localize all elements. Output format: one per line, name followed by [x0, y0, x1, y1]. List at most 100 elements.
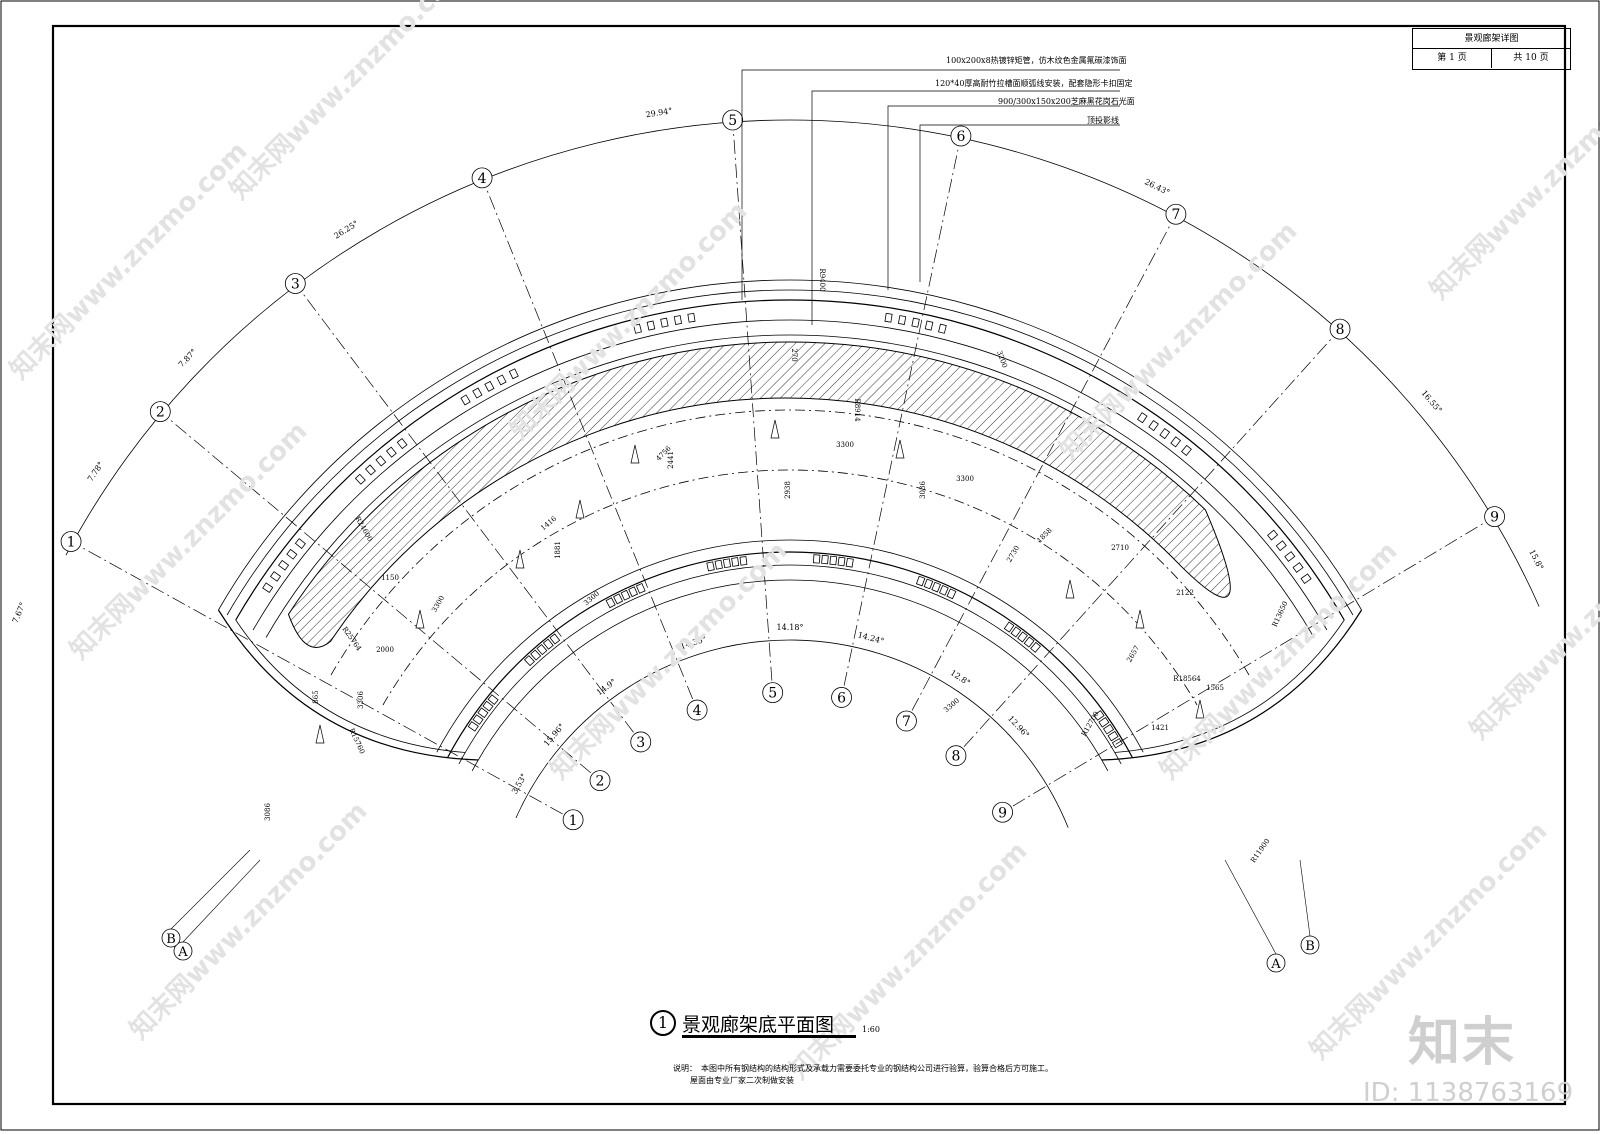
- leader-note-4: 顶投影线: [1087, 116, 1119, 125]
- outer-post: [1170, 436, 1182, 448]
- inner-angle-label: 3.53°: [510, 772, 529, 795]
- dimension-label: R9400: [818, 268, 826, 291]
- leader-note-2: 120*40厚高耐竹拉槽面顺弧线安装，配套隐形卡扣固定: [935, 79, 1133, 88]
- grid-label-1: 1: [67, 534, 76, 550]
- outer-reference-arc: [65, 119, 1540, 607]
- inner-post: [829, 555, 838, 566]
- inner-post: [1107, 730, 1119, 742]
- grid-bubble-6: [831, 687, 852, 708]
- grid-bubble-8: [1329, 318, 1351, 340]
- outer-band-arc: [265, 334, 1315, 638]
- outer-post: [262, 582, 274, 593]
- grid-line-2: [169, 419, 592, 774]
- grid-label-9: 9: [1490, 510, 1499, 526]
- grid-bubble-8: [945, 745, 967, 767]
- dimension-label: 3306: [357, 691, 365, 709]
- outer-post: [884, 312, 893, 323]
- outer-post: [938, 323, 947, 334]
- inner-post: [542, 638, 554, 650]
- inner-angle-label: 12.8°: [949, 668, 972, 687]
- outer-post: [385, 446, 397, 458]
- inner-angle-label: 14.18°: [777, 623, 804, 632]
- center-axis-arc: [330, 409, 1250, 676]
- grid-line-7: [911, 224, 1171, 711]
- outer-post: [375, 455, 387, 467]
- inner-post: [1003, 621, 1015, 633]
- dimension-label: R15760: [347, 727, 366, 755]
- inner-post: [472, 714, 484, 725]
- inner-post: [620, 589, 631, 601]
- section-arrow: [575, 499, 585, 519]
- dimension-label: 1421: [1151, 724, 1169, 732]
- dimension-label: 270: [790, 348, 798, 361]
- grid-line-1: [81, 546, 563, 815]
- dimension-label: 2441: [667, 451, 675, 469]
- outer-band-arc: [235, 299, 1345, 621]
- grid-bubble-9: [992, 801, 1013, 823]
- grid-label-1: 1: [569, 813, 578, 829]
- dimension-label: R11900: [1249, 837, 1271, 864]
- dimension-label: R8914: [853, 398, 861, 422]
- grid-label-9: 9: [998, 805, 1007, 821]
- dimension-label: 3200: [995, 350, 1009, 369]
- title-block-title: 景观廊架详图: [1413, 30, 1570, 49]
- outer-post: [278, 559, 290, 571]
- note-leader-2: [811, 90, 1120, 325]
- drawing-scale: 1:60: [862, 1025, 880, 1034]
- outer-post: [660, 317, 669, 328]
- dimension-label: 3300: [582, 590, 601, 608]
- drawing-title-underline: [682, 1035, 856, 1038]
- brand-logo: 知末: [1408, 1013, 1517, 1073]
- dimension-label: 3086: [264, 803, 272, 821]
- inner-post: [1102, 723, 1115, 735]
- inner-post: [931, 581, 942, 593]
- outer-post: [460, 394, 471, 406]
- outer-post: [1275, 540, 1287, 552]
- inner-post: [923, 578, 934, 590]
- section-arrow: [315, 724, 325, 744]
- note-leader-1: [741, 69, 1120, 300]
- section-arrow: [415, 609, 425, 629]
- inner-post: [613, 593, 624, 605]
- outer-band-arc: [218, 279, 1362, 611]
- outer-angle-label: 29.94°: [645, 106, 673, 119]
- inner-post: [731, 557, 740, 567]
- outer-angle-label: 15.8°: [1527, 548, 1545, 572]
- outer-post: [1137, 412, 1148, 424]
- inner-reference-arc: [515, 639, 1069, 828]
- outer-post: [1181, 444, 1192, 456]
- section-arrow: [1135, 609, 1145, 629]
- inner-post: [549, 633, 561, 645]
- outer-angle-label: 7.67°: [11, 601, 28, 625]
- grid-line-3: [302, 292, 634, 733]
- axis-line-b: [170, 849, 251, 930]
- outer-post: [1267, 529, 1279, 541]
- grid-label-7: 7: [1171, 207, 1180, 223]
- section-arrow: [630, 444, 640, 464]
- inner-post: [1093, 710, 1105, 721]
- grid-bubble-2: [589, 770, 611, 791]
- grid-line-4: [486, 188, 693, 700]
- inner-post: [845, 557, 854, 568]
- inner-band-arc: [471, 579, 1109, 772]
- dimension-label: R25764: [340, 625, 363, 653]
- dimension-label: R12700: [1080, 710, 1101, 738]
- note-leader-3: [887, 105, 1120, 290]
- drawing-title-number-circle: 1: [650, 1010, 676, 1036]
- grid-bubble-4: [686, 699, 708, 721]
- axis-label-B: B: [1305, 939, 1315, 954]
- inner-band-arc: [458, 564, 1122, 765]
- outer-angle-label: 7.78°: [86, 460, 106, 483]
- inner-post: [722, 558, 732, 569]
- right-end-cap-inner: [1114, 619, 1345, 753]
- outer-post: [687, 312, 696, 323]
- explanation-line-2: 屋面由专业厂家二次制做安装: [690, 1076, 794, 1085]
- outer-post: [633, 323, 642, 334]
- outer-post: [897, 315, 907, 325]
- grid-line-8: [963, 337, 1333, 748]
- section-arrow: [1195, 699, 1205, 719]
- inner-post: [530, 649, 542, 661]
